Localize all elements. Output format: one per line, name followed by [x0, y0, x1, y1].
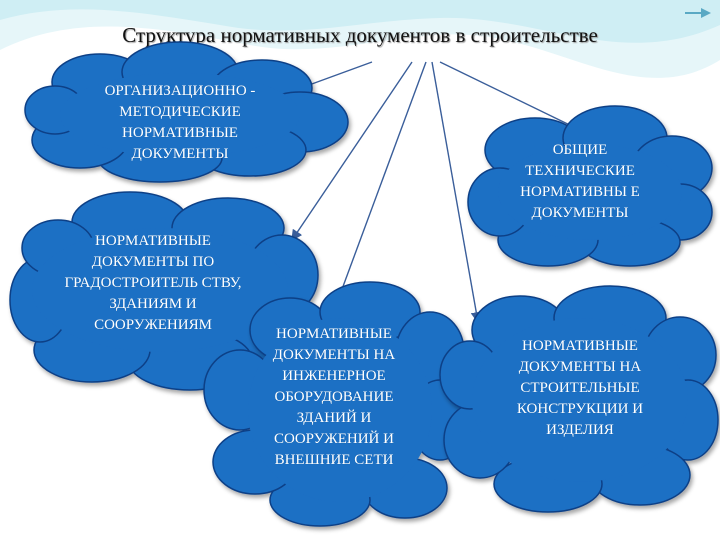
- cloud-engineering: [203, 281, 471, 527]
- cloud-urban-label: НОРМАТИВНЫЕ ДОКУМЕНТЫ ПО ГРАДОСТРОИТЕЛЬ …: [64, 233, 242, 333]
- slide-title: Структура нормативных документов в строи…: [122, 23, 598, 47]
- arrow-icon[interactable]: [683, 6, 713, 20]
- cloud-general-label: ОБЩИЕ ТЕХНИЧЕСКИЕ НОРМАТИВНЫ Е ДОКУМЕНТЫ: [520, 142, 640, 221]
- connector-engineering: [336, 61, 427, 302]
- connectors: [266, 61, 582, 324]
- cloud-engineering-label: НОРМАТИВНЫЕ ДОКУМЕНТЫ НА ИНЖЕНЕРНОЕ ОБОР…: [272, 326, 396, 468]
- cloud-org-label: ОРГАНИЗАЦИОННО - МЕТОДИЧЕСКИЕ НОРМАТИВНЫ…: [104, 83, 256, 162]
- connector-structures: [431, 61, 482, 324]
- connector-urban: [291, 61, 413, 242]
- cloud-general: [467, 105, 713, 267]
- cloud-structures-label: НОРМАТИВНЫЕ ДОКУМЕНТЫ НА СТРОИТЕЛЬНЫЕ КО…: [516, 338, 644, 438]
- connector-general: [439, 61, 582, 131]
- cloud-structures: [439, 285, 719, 513]
- cloud-org: [24, 41, 349, 183]
